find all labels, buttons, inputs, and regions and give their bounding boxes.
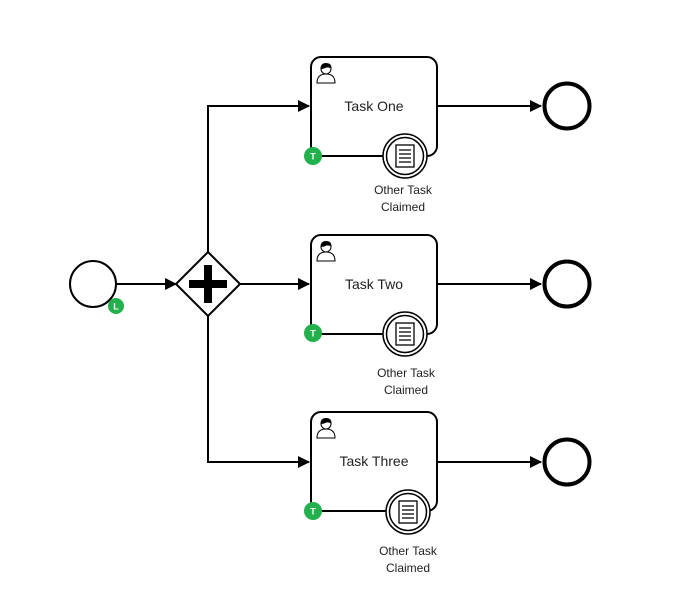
task-three-badge: T — [304, 502, 322, 520]
boundary-three-label-line2: Claimed — [386, 561, 430, 575]
boundary-one-label-line2: Claimed — [381, 200, 425, 214]
boundary-event-two[interactable] — [382, 311, 428, 357]
svg-text:T: T — [310, 152, 316, 162]
user-icon — [316, 417, 336, 439]
end-event-one[interactable] — [542, 81, 592, 131]
document-icon — [398, 500, 418, 524]
task-three[interactable]: Task Three T Other Task Claimed — [304, 411, 438, 575]
start-event-badge-label: L — [113, 302, 119, 312]
task-one[interactable]: Task One T Other Task Claimed — [304, 56, 438, 214]
start-event-badge: L — [108, 298, 124, 314]
document-icon — [395, 322, 415, 346]
svg-text:T: T — [310, 507, 316, 517]
svg-text:T: T — [310, 329, 316, 339]
boundary-two-label-line1: Other Task — [377, 366, 436, 380]
task-two-label: Task Two — [345, 276, 403, 292]
user-icon — [316, 240, 336, 262]
parallel-gateway[interactable] — [174, 250, 242, 318]
boundary-three-label-line1: Other Task — [379, 544, 438, 558]
task-three-label: Task Three — [340, 453, 409, 469]
start-event[interactable]: L — [69, 260, 124, 314]
plus-icon — [189, 265, 227, 303]
sequence-flows — [116, 100, 542, 468]
boundary-event-three[interactable] — [385, 489, 431, 535]
flow-gateway-to-task-one[interactable] — [207, 100, 310, 252]
task-one-badge: T — [304, 147, 322, 165]
task-two-badge: T — [304, 324, 322, 342]
boundary-one-label-line1: Other Task — [374, 183, 433, 197]
task-one-label: Task One — [344, 98, 403, 114]
flow-gateway-to-task-three[interactable] — [207, 316, 310, 468]
boundary-event-one[interactable] — [382, 133, 428, 179]
end-event-three[interactable] — [542, 437, 592, 487]
task-two[interactable]: Task Two T Other Task Claimed — [304, 234, 438, 397]
boundary-two-label-line2: Claimed — [384, 383, 428, 397]
user-icon — [316, 62, 336, 84]
end-event-two[interactable] — [542, 259, 592, 309]
document-icon — [395, 144, 415, 168]
